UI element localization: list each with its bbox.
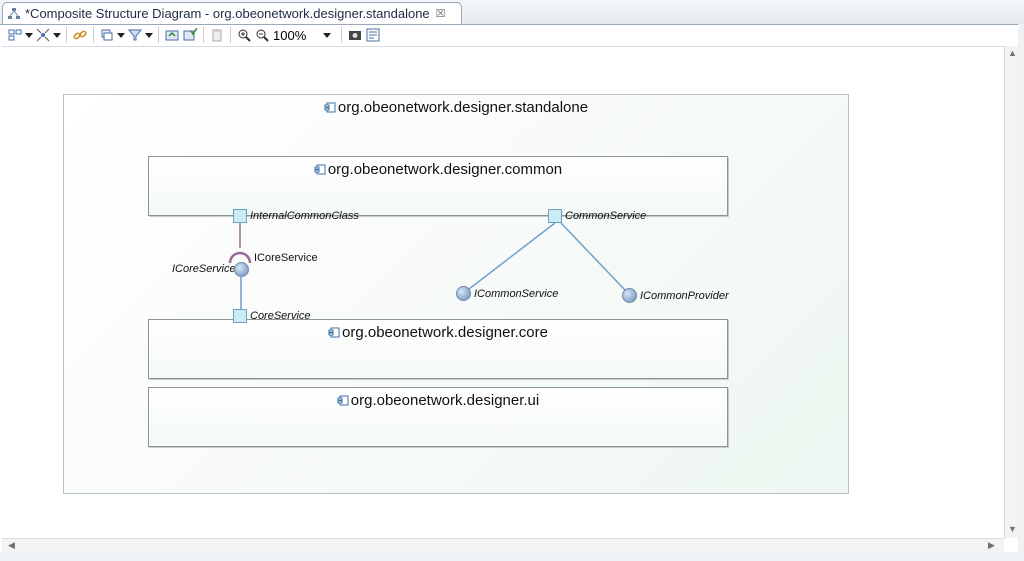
- component-title: org.obeonetwork.designer.standalone: [64, 99, 848, 116]
- component-name: org.obeonetwork.designer.common: [327, 161, 563, 178]
- toolbar-separator: [158, 27, 159, 43]
- chevron-down-icon[interactable]: [52, 26, 62, 44]
- chevron-down-icon[interactable]: [116, 26, 126, 44]
- component-core[interactable]: org.obeonetwork.designer.core: [148, 319, 728, 379]
- chevron-down-icon[interactable]: [24, 26, 34, 44]
- component-title: org.obeonetwork.designer.core: [149, 324, 727, 341]
- port-internal-common-class[interactable]: [233, 209, 247, 223]
- scroll-left-icon[interactable]: ◀: [8, 540, 15, 550]
- diagram-toolbar: 100%: [0, 25, 1024, 45]
- horizontal-scrollbar[interactable]: ◀ ▶: [2, 538, 1004, 553]
- provided-interface-label: ICoreService: [254, 252, 318, 264]
- link-icon[interactable]: [71, 26, 89, 44]
- toolbar-separator: [93, 27, 94, 43]
- provided-interface-icommon-provider[interactable]: [622, 288, 637, 303]
- validate-diagram-icon[interactable]: [181, 26, 199, 44]
- component-icon: [337, 395, 349, 406]
- component-name: org.obeonetwork.designer.standalone: [337, 99, 589, 116]
- port-common-service[interactable]: [548, 209, 562, 223]
- component-title: org.obeonetwork.designer.common: [149, 161, 727, 178]
- provided-interface-link[interactable]: [468, 222, 556, 290]
- close-icon[interactable]: ☒: [435, 8, 446, 20]
- filter-icon[interactable]: [126, 26, 144, 44]
- paste-format-icon[interactable]: [208, 26, 226, 44]
- zoom-in-icon[interactable]: [235, 26, 253, 44]
- component-icon: [324, 102, 336, 113]
- toolbar-separator: [341, 27, 342, 43]
- vertical-scrollbar[interactable]: ▲ ▼: [1004, 46, 1019, 538]
- toolbar-separator: [203, 27, 204, 43]
- toolbar-separator: [230, 27, 231, 43]
- layers-icon[interactable]: [98, 26, 116, 44]
- port-label: InternalCommonClass: [250, 210, 359, 222]
- component-title: org.obeonetwork.designer.ui: [149, 392, 727, 409]
- arrange-all-icon[interactable]: [34, 26, 52, 44]
- provided-interface-icore[interactable]: [234, 262, 249, 277]
- editor-tab[interactable]: *Composite Structure Diagram - org.obeon…: [2, 2, 462, 24]
- zoom-out-icon[interactable]: [253, 26, 271, 44]
- component-common[interactable]: org.obeonetwork.designer.common: [148, 156, 728, 216]
- zoom-select[interactable]: 100%: [273, 26, 337, 44]
- diagram-icon: [8, 7, 20, 19]
- component-name: org.obeonetwork.designer.ui: [350, 392, 540, 409]
- port-label: CoreService: [250, 310, 311, 322]
- component-ui[interactable]: org.obeonetwork.designer.ui: [148, 387, 728, 447]
- component-icon: [314, 164, 326, 175]
- zoom-value: 100%: [273, 27, 307, 43]
- provided-interface-label: ICommonProvider: [640, 290, 729, 302]
- export-image-icon[interactable]: [346, 26, 364, 44]
- required-interface-label: ICoreService: [172, 263, 236, 275]
- scroll-down-icon[interactable]: ▼: [1008, 524, 1017, 534]
- port-label: CommonService: [565, 210, 647, 222]
- window-edge: [1018, 24, 1024, 561]
- chevron-down-icon[interactable]: [144, 26, 154, 44]
- refresh-diagram-icon[interactable]: [163, 26, 181, 44]
- editor-tab-strip: *Composite Structure Diagram - org.obeon…: [0, 0, 1024, 25]
- provided-interface-icommon-service[interactable]: [456, 286, 471, 301]
- select-all-icon[interactable]: [6, 26, 24, 44]
- diagram-canvas[interactable]: org.obeonetwork.designer.standalone org.…: [2, 46, 1004, 539]
- scroll-right-icon[interactable]: ▶: [988, 540, 995, 550]
- connector-lines: [228, 222, 626, 309]
- component-standalone[interactable]: org.obeonetwork.designer.standalone org.…: [63, 94, 849, 494]
- component-name: org.obeonetwork.designer.core: [342, 324, 548, 341]
- component-icon: [328, 327, 340, 338]
- chevron-down-icon: [323, 32, 331, 38]
- required-socket[interactable]: [228, 251, 252, 264]
- window-bottom-edge: [0, 552, 1024, 561]
- editor-tab-title: *Composite Structure Diagram - org.obeon…: [25, 6, 430, 21]
- provided-interface-link[interactable]: [560, 222, 626, 291]
- scroll-up-icon[interactable]: ▲: [1008, 48, 1017, 58]
- port-core-service[interactable]: [233, 309, 247, 323]
- toolbar-separator: [66, 27, 67, 43]
- provided-interface-label: ICommonService: [474, 288, 559, 300]
- properties-view-icon[interactable]: [364, 26, 382, 44]
